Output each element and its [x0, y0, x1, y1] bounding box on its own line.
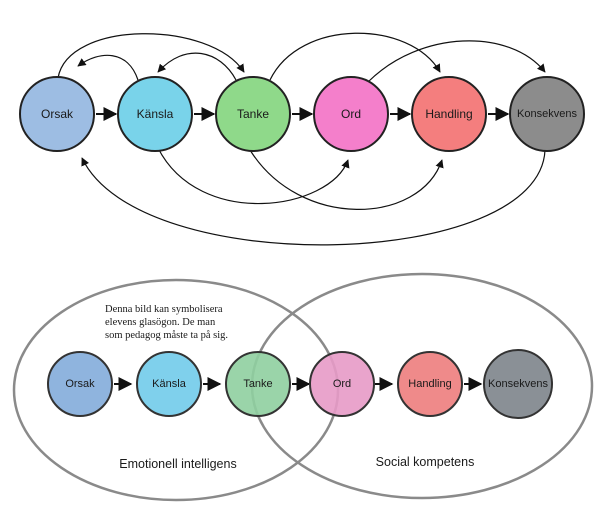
bottom-node-tanke-label: Tanke [243, 378, 272, 390]
top-node-ord: Ord [313, 76, 389, 152]
top-node-tanke: Tanke [215, 76, 291, 152]
top-diagram: Orsak Känsla Tanke Ord Handling Konsekve… [19, 32, 585, 246]
arrow-orsak-to-tanke [57, 33, 245, 79]
top-node-orsak-label: Orsak [41, 107, 74, 121]
top-node-kansla-circle [117, 76, 193, 152]
glasses-note-line-2: elevens glasögon. De man [105, 317, 216, 328]
arrow-ord-to-konsekvens [367, 40, 546, 83]
arrow-kansla-to-orsak [77, 54, 139, 81]
top-curved-arrows [57, 32, 546, 246]
top-node-handling: Handling [411, 76, 487, 152]
top-node-orsak: Orsak [19, 76, 95, 152]
top-node-ord-circle [313, 76, 389, 152]
region-label-social-kompetens: Social kompetens [376, 455, 475, 469]
top-node-tanke-label: Tanke [237, 107, 269, 121]
region-label-emotionell-intelligens: Emotionell intelligens [119, 457, 236, 471]
bottom-node-orsak-circle [47, 351, 113, 417]
arrow-tanke-to-handling [269, 32, 441, 81]
glasses-note-line-3: som pedagog måste ta på sig. [105, 330, 228, 341]
top-node-kansla: Känsla [117, 76, 193, 152]
bottom-node-handling-label: Handling [408, 378, 451, 390]
top-node-handling-label: Handling [425, 107, 472, 121]
bottom-node-ord-label: Ord [333, 378, 351, 390]
top-node-tanke-circle [215, 76, 291, 152]
bottom-node-konsekvens: Konsekvens [483, 349, 553, 419]
arrow-tanke-to-handling-below [249, 149, 444, 210]
top-node-kansla-label: Känsla [137, 107, 174, 121]
top-node-konsekvens-circle [509, 76, 585, 152]
top-node-handling-circle [411, 76, 487, 152]
bottom-node-tanke-circle [225, 351, 291, 417]
top-node-konsekvens: Konsekvens [509, 76, 585, 152]
bottom-node-ord: Ord [309, 351, 375, 417]
top-node-konsekvens-label: Konsekvens [517, 108, 577, 120]
bottom-diagram: Denna bild kan symbolisera elevens glasö… [12, 272, 594, 502]
arrow-konsekvens-to-orsak [81, 149, 546, 246]
glasses-note-line-1: Denna bild kan symbolisera [105, 304, 223, 315]
glasses-note: Denna bild kan symbolisera elevens glasö… [105, 304, 228, 341]
bottom-node-kansla-circle [136, 351, 202, 417]
arrow-tanke-to-kansla [157, 52, 237, 81]
bottom-node-orsak-label: Orsak [65, 378, 95, 390]
bottom-node-konsekvens-label: Konsekvens [488, 378, 548, 390]
bottom-node-tanke: Tanke [225, 351, 291, 417]
bottom-node-kansla-label: Känsla [152, 378, 187, 390]
bottom-node-ord-circle [309, 351, 375, 417]
top-node-orsak-circle [19, 76, 95, 152]
top-node-ord-label: Ord [341, 107, 361, 121]
bottom-node-konsekvens-circle [483, 349, 553, 419]
bottom-node-orsak: Orsak [47, 351, 113, 417]
bottom-node-handling: Handling [397, 351, 463, 417]
arrow-kansla-to-ord [157, 147, 350, 205]
bottom-node-handling-circle [397, 351, 463, 417]
bottom-node-kansla: Känsla [136, 351, 202, 417]
